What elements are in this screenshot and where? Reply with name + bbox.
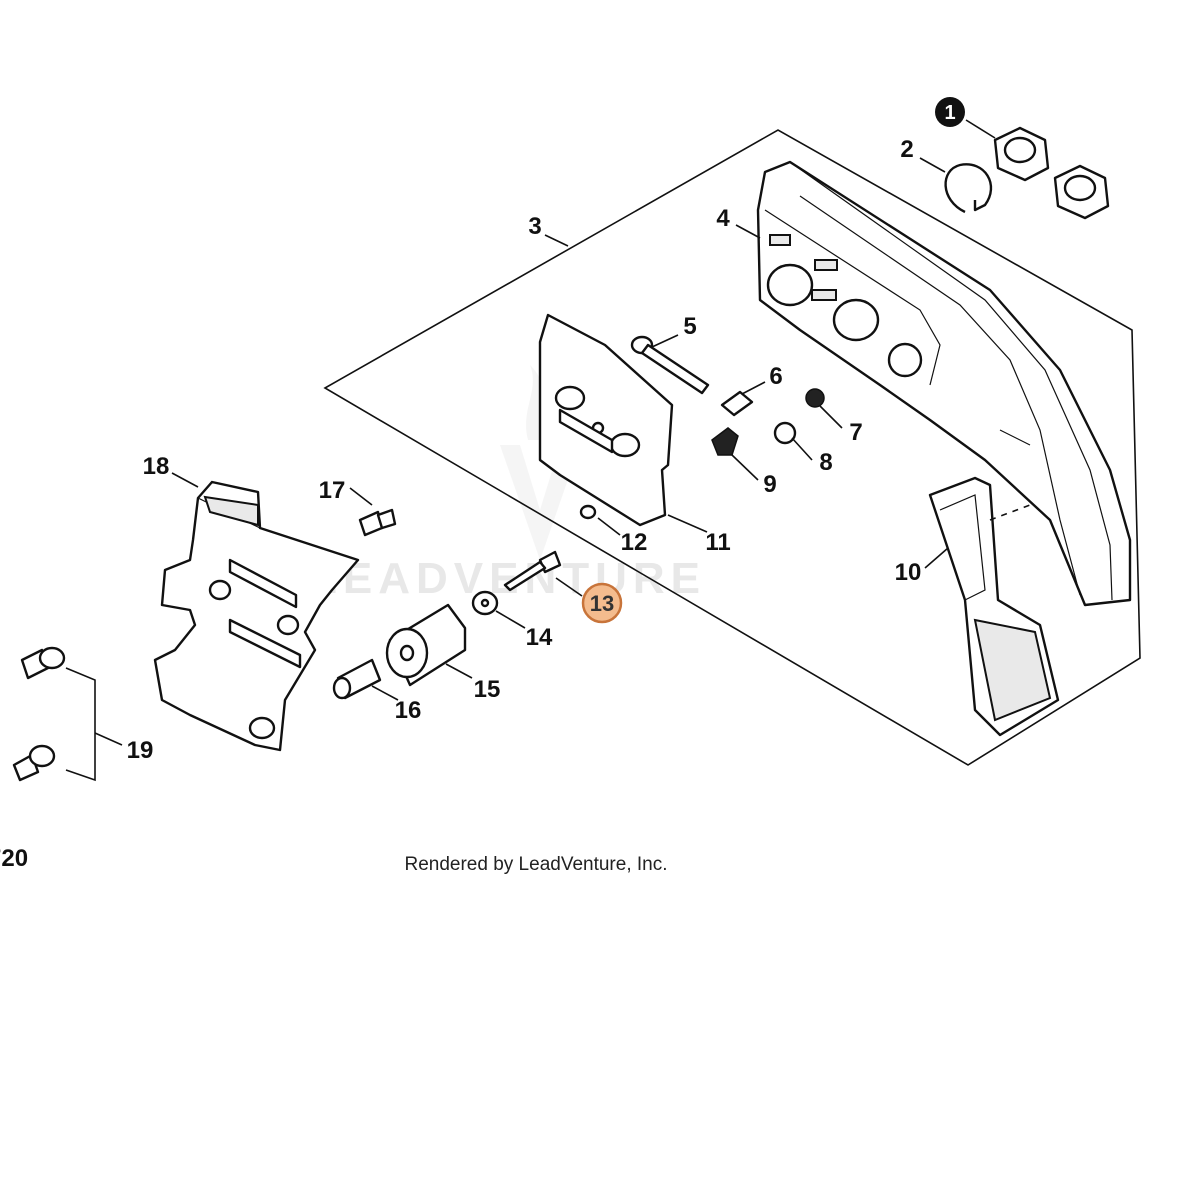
part-2-spring-clip [944,163,992,214]
callout-6-label[interactable]: 6 [769,363,782,390]
callout-10-label[interactable]: 10 [895,559,922,586]
page-label: 720 [0,845,28,872]
callout-13-label[interactable]: 13 [590,591,614,616]
callout-1-label[interactable]: 1 [944,102,955,124]
callout-15-label[interactable]: 15 [474,676,501,703]
callout-14-label[interactable]: 14 [526,624,553,651]
callout-17-label[interactable]: 17 [319,477,346,504]
part-13-screw [503,550,562,592]
part-4-chain-cover [756,160,1132,607]
part-1-flange-nut-a [993,126,1050,182]
callout-4-label[interactable]: 4 [716,205,730,232]
part-18-guard-plate [153,480,360,752]
part-19-screw-a [20,646,66,680]
callout-7-label[interactable]: 7 [849,419,862,446]
part-17-screw [358,508,397,537]
kit-boundary-outline [323,129,1141,766]
callout-16-label[interactable]: 16 [395,697,422,724]
part-19-screw-b [12,744,56,782]
part-9-adjuster [711,427,739,456]
part-16-bushing [332,658,382,700]
callout-19-label[interactable]: 19 [127,737,154,764]
callout-11-label[interactable]: 11 [705,529,730,556]
part-7-nut [805,388,825,408]
part-10-guide-plate [928,476,1060,737]
part-5-adjuster-bolt [630,335,710,395]
callout-12-label[interactable]: 12 [621,529,648,556]
part-6-pin [720,390,754,417]
part-8-washer [773,421,797,445]
part-12-screw [579,504,597,520]
callout-5-label[interactable]: 5 [683,313,696,340]
callout-13-highlight-badge[interactable] [581,582,623,624]
callout-9-label[interactable]: 9 [763,471,776,498]
callout-2-label[interactable]: 2 [900,136,913,163]
callout-8-label[interactable]: 8 [819,449,832,476]
part-1-flange-nut-b [1053,164,1110,220]
callout-1-badge[interactable] [935,97,965,127]
callout-18-label[interactable]: 18 [143,453,170,480]
leader-lines [65,119,1031,782]
part-11-side-plate [538,313,674,527]
rendered-by-footer: Rendered by LeadVenture, Inc. [404,854,667,875]
watermark-text: LEADVENTURE [310,554,706,603]
callout-3-label[interactable]: 3 [528,213,541,240]
part-15-sleeve [385,603,467,687]
